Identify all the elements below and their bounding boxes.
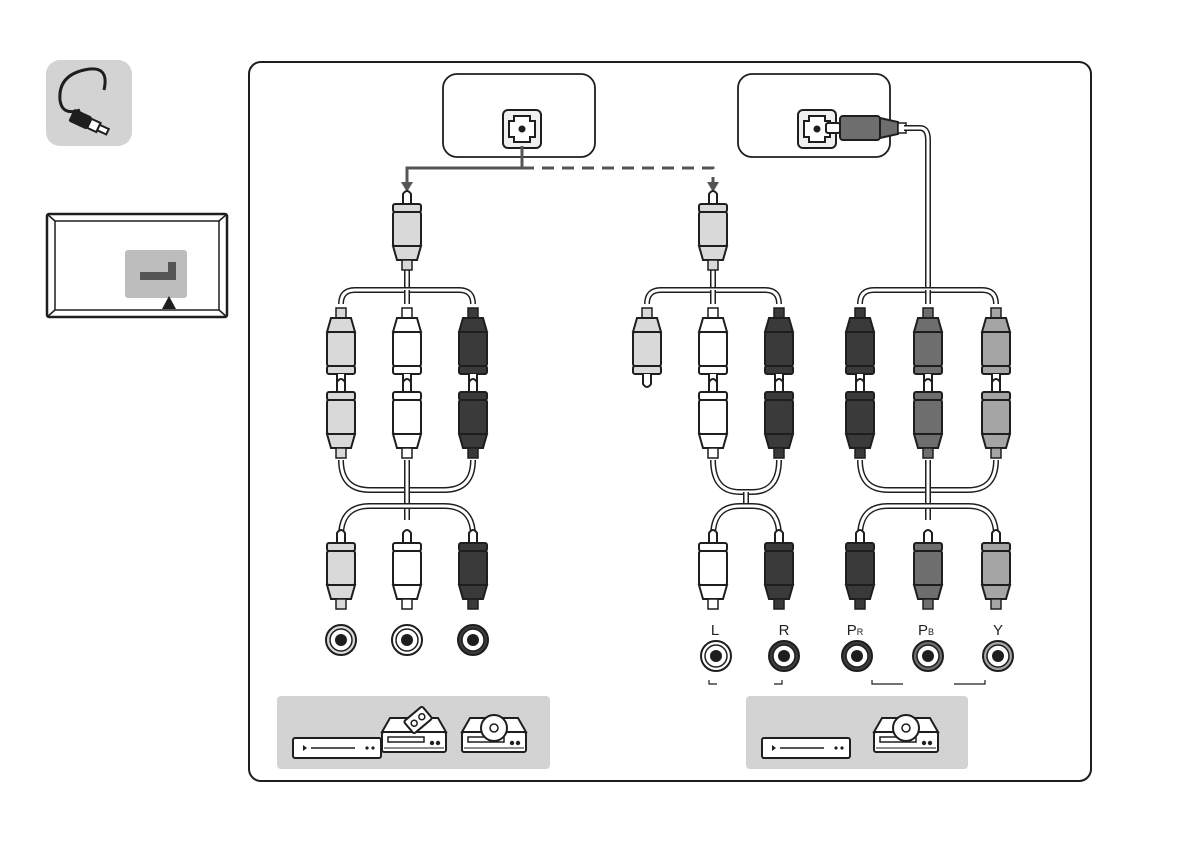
cable-plug-icon bbox=[46, 60, 132, 146]
dvd-player-icon bbox=[762, 738, 850, 758]
main-panel bbox=[249, 62, 1091, 781]
y-jack-icon bbox=[983, 641, 1013, 671]
disc-player-icon bbox=[874, 715, 938, 752]
pr-jack-icon bbox=[842, 641, 872, 671]
dvd-player-icon bbox=[293, 738, 381, 758]
audio-l-jack-icon bbox=[701, 641, 731, 671]
jack-label-l: L bbox=[711, 622, 719, 639]
tv-rear-panel-icon bbox=[47, 214, 227, 317]
disc-player-icon bbox=[462, 715, 526, 752]
audio-left-jack-icon bbox=[392, 625, 422, 655]
audio-right-jack-icon bbox=[458, 625, 488, 655]
jack-label-r: R bbox=[779, 622, 790, 639]
left-device-panel bbox=[277, 696, 550, 769]
jack-label-y: Y bbox=[993, 622, 1003, 639]
video-jack-icon bbox=[326, 625, 356, 655]
right-device-panel bbox=[746, 696, 968, 769]
component-in-jack-icon bbox=[738, 74, 906, 157]
audio-r-jack-icon bbox=[769, 641, 799, 671]
pb-jack-icon bbox=[913, 641, 943, 671]
av-in-jack-icon bbox=[443, 74, 595, 157]
